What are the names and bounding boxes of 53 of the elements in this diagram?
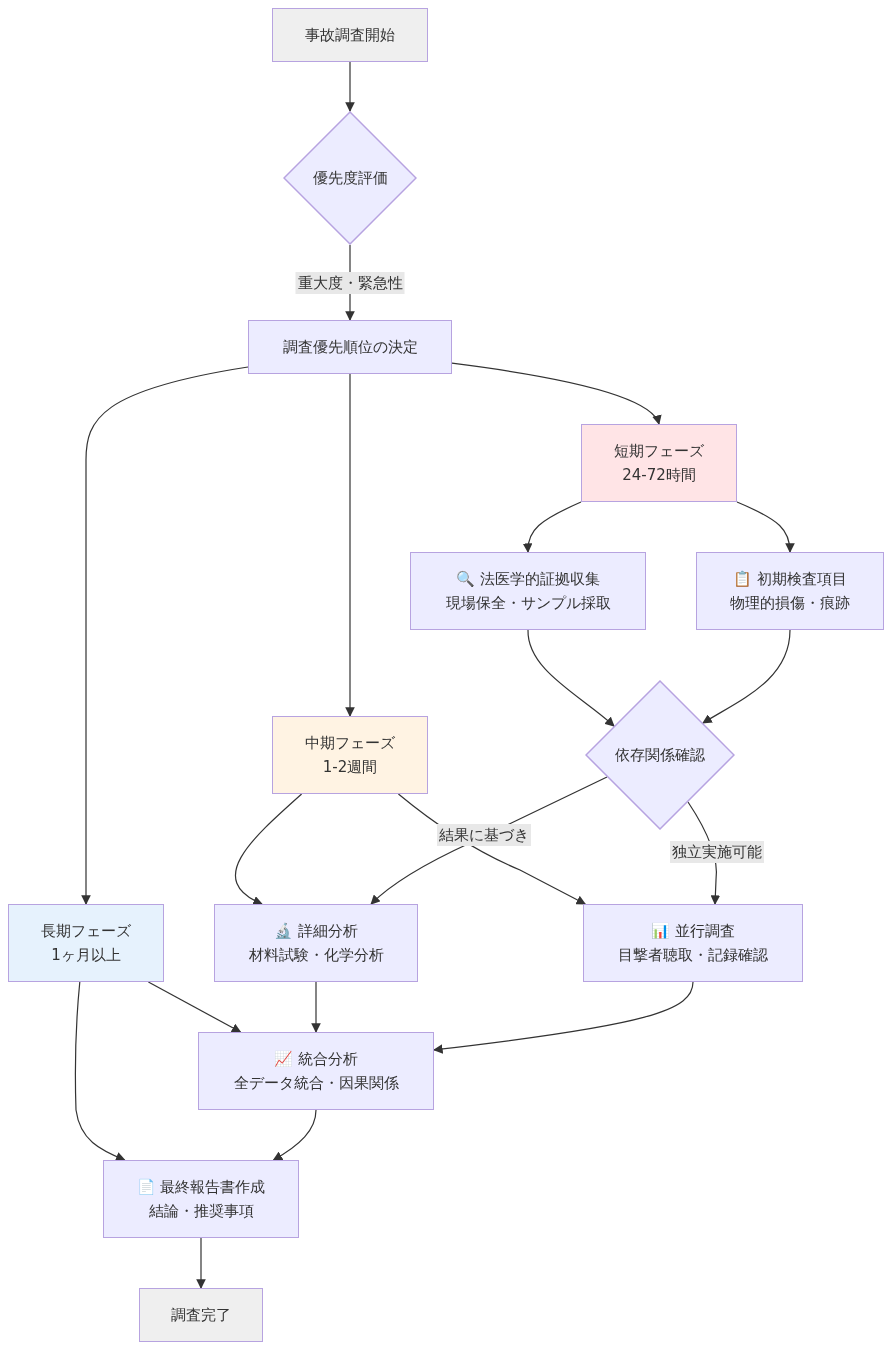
- box-text: 中期フェーズ: [305, 733, 395, 754]
- process-box: [214, 904, 418, 982]
- box-text: 材料試験・化学分析: [248, 945, 384, 966]
- arrow: [311, 981, 321, 1033]
- process-box: [581, 424, 737, 502]
- box-text: 調査優先順位の決定: [282, 337, 418, 358]
- box-text: 長期フェーズ: [41, 921, 131, 942]
- box-text: 📄 最終報告書作成: [136, 1177, 266, 1198]
- process-box: [8, 904, 164, 982]
- arrow: [196, 1237, 206, 1289]
- process-box: [272, 716, 428, 794]
- box-text: 1-2週間: [322, 757, 378, 778]
- box-text: 📊 並行調査: [651, 921, 735, 942]
- box-text: 📋 初期検査項目: [733, 569, 847, 590]
- box-text: 1ヶ月以上: [51, 945, 121, 966]
- arrow: [147, 981, 242, 1033]
- box-text: 調査完了: [171, 1305, 231, 1326]
- box-text: 24-72時間: [622, 465, 696, 486]
- box-text: 目撃者聴取・記録確認: [618, 945, 768, 966]
- box-text: 🔍 法医学的証拠収集: [456, 569, 600, 590]
- arrow: [451, 362, 660, 425]
- arrow: [345, 373, 355, 717]
- process-box: [139, 1288, 263, 1342]
- box-text: 現場保全・サンプル採取: [445, 593, 611, 614]
- process-box: [696, 552, 884, 630]
- box-text: 🔬 詳細分析: [274, 921, 358, 942]
- arrow: [527, 629, 615, 727]
- arrow: [702, 629, 791, 724]
- arrow: [523, 501, 582, 553]
- arrow: [433, 981, 694, 1054]
- process-box: [198, 1032, 434, 1110]
- process-box: [248, 320, 452, 374]
- process-box: [272, 8, 428, 62]
- box-text: 📈 統合分析: [274, 1049, 358, 1070]
- process-box: [410, 552, 646, 630]
- arrow: [272, 1109, 317, 1161]
- arrow: [736, 501, 795, 553]
- arrow: [81, 366, 249, 905]
- arrow: [234, 793, 303, 905]
- edge-label: 結果に基づき: [437, 824, 531, 846]
- arrow: [74, 981, 126, 1162]
- box-text: 結論・推奨事項: [148, 1201, 254, 1222]
- edge-label: 独立実施可能: [670, 841, 764, 863]
- box-text: 全データ統合・因果関係: [233, 1073, 399, 1094]
- diamond-label: 依存関係確認: [615, 745, 705, 766]
- box-text: 物理的損傷・痕跡: [730, 593, 850, 614]
- box-text: 短期フェーズ: [614, 441, 704, 462]
- diamond-label: 優先度評価: [312, 168, 388, 189]
- box-text: 事故調査開始: [305, 25, 395, 46]
- process-box: [583, 904, 803, 982]
- arrow: [345, 61, 355, 112]
- edge-label: 重大度・緊急性: [295, 272, 405, 294]
- process-box: [103, 1160, 299, 1238]
